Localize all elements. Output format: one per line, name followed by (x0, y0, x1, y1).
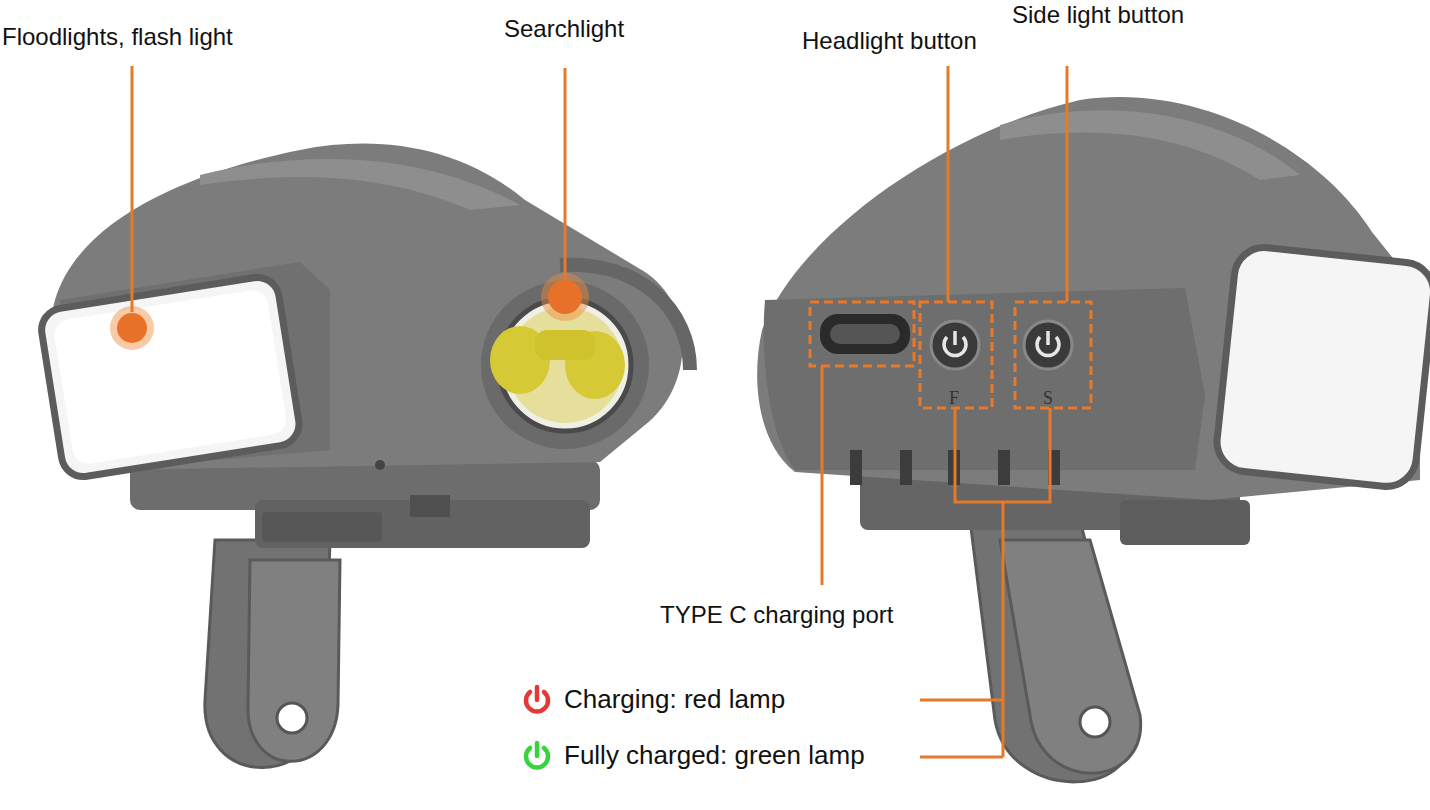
part-name: Headlight button (802, 26, 977, 56)
part-name: TYPE C charging port (660, 600, 893, 630)
button-marking: S (1043, 388, 1053, 408)
legend-item: Fully charged: green lamp (520, 738, 865, 772)
legend-item: Charging: red lamp (520, 682, 785, 716)
front-view (38, 144, 690, 768)
power-icon-swatch (520, 682, 554, 716)
part-name: Searchlight (504, 14, 624, 44)
part-name: Side light button (1012, 0, 1184, 30)
legend-text: Charging: red lamp (564, 683, 785, 715)
button-marking: F (949, 388, 959, 408)
rear-view (757, 97, 1430, 782)
power-icon-swatch (520, 738, 554, 772)
part-name: Floodlights, flash light (2, 22, 233, 52)
legend-text: Fully charged: green lamp (564, 739, 865, 771)
leader-lines (132, 66, 1067, 757)
